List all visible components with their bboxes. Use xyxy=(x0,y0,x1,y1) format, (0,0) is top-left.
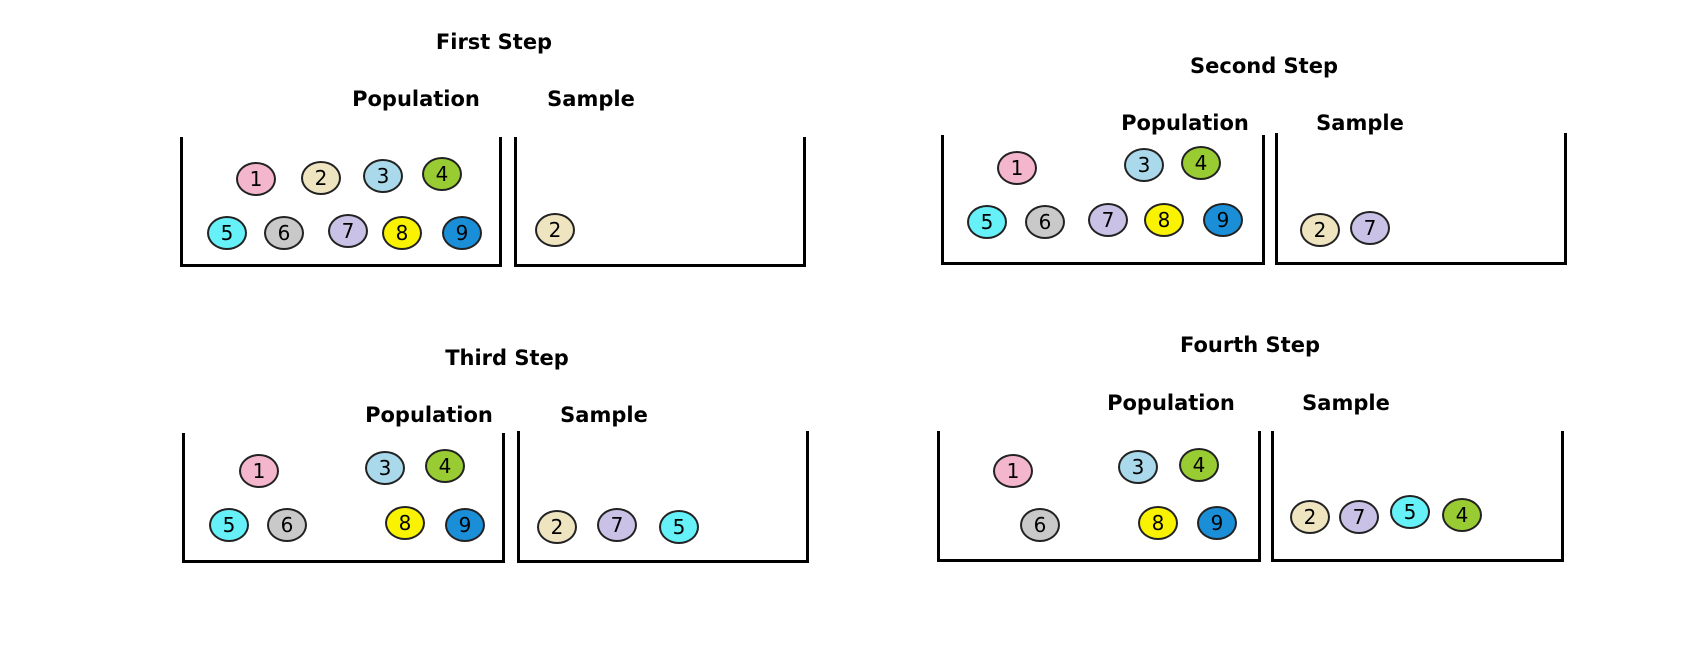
ball: 4 xyxy=(425,449,465,483)
population-label: Population xyxy=(1121,111,1249,135)
ball: 5 xyxy=(207,216,247,250)
step-title: Second Step xyxy=(1190,54,1338,78)
ball: 8 xyxy=(382,216,422,250)
ball: 4 xyxy=(1442,498,1482,532)
ball: 3 xyxy=(1124,148,1164,182)
ball: 1 xyxy=(236,162,276,196)
ball: 9 xyxy=(445,508,485,542)
population-label: Population xyxy=(1107,391,1235,415)
sample-box xyxy=(517,431,809,563)
ball: 3 xyxy=(365,451,405,485)
ball: 9 xyxy=(1203,203,1243,237)
ball: 8 xyxy=(1144,203,1184,237)
ball: 5 xyxy=(967,205,1007,239)
ball: 1 xyxy=(239,454,279,488)
ball: 1 xyxy=(993,454,1033,488)
ball: 7 xyxy=(1088,203,1128,237)
step-title: Fourth Step xyxy=(1180,333,1320,357)
population-box xyxy=(937,431,1261,562)
ball: 6 xyxy=(264,216,304,250)
step-title: Third Step xyxy=(445,346,569,370)
ball: 6 xyxy=(1025,205,1065,239)
ball: 3 xyxy=(363,159,403,193)
ball: 5 xyxy=(659,510,699,544)
ball: 2 xyxy=(1300,213,1340,247)
sample-label: Sample xyxy=(1302,391,1390,415)
population-label: Population xyxy=(365,403,493,427)
ball: 2 xyxy=(1290,500,1330,534)
ball: 5 xyxy=(209,508,249,542)
ball: 4 xyxy=(1181,146,1221,180)
ball: 2 xyxy=(535,213,575,247)
sample-box xyxy=(514,137,806,267)
sample-box xyxy=(1271,431,1564,562)
sample-label: Sample xyxy=(560,403,648,427)
population-box xyxy=(182,433,505,563)
population-box xyxy=(941,135,1265,265)
ball: 8 xyxy=(1138,506,1178,540)
sample-label: Sample xyxy=(547,87,635,111)
sample-label: Sample xyxy=(1316,111,1404,135)
ball: 9 xyxy=(1197,506,1237,540)
ball: 3 xyxy=(1118,450,1158,484)
ball: 6 xyxy=(1020,508,1060,542)
ball: 2 xyxy=(537,510,577,544)
ball: 7 xyxy=(597,508,637,542)
ball: 1 xyxy=(997,151,1037,185)
ball: 7 xyxy=(328,214,368,248)
ball: 4 xyxy=(1179,448,1219,482)
ball: 7 xyxy=(1350,211,1390,245)
population-box xyxy=(180,137,502,267)
population-label: Population xyxy=(352,87,480,111)
ball: 5 xyxy=(1390,495,1430,529)
ball: 6 xyxy=(267,508,307,542)
ball: 8 xyxy=(385,506,425,540)
ball: 7 xyxy=(1339,500,1379,534)
sample-box xyxy=(1275,133,1567,265)
ball: 2 xyxy=(301,161,341,195)
ball: 9 xyxy=(442,216,482,250)
ball: 4 xyxy=(422,157,462,191)
step-title: First Step xyxy=(435,30,553,54)
